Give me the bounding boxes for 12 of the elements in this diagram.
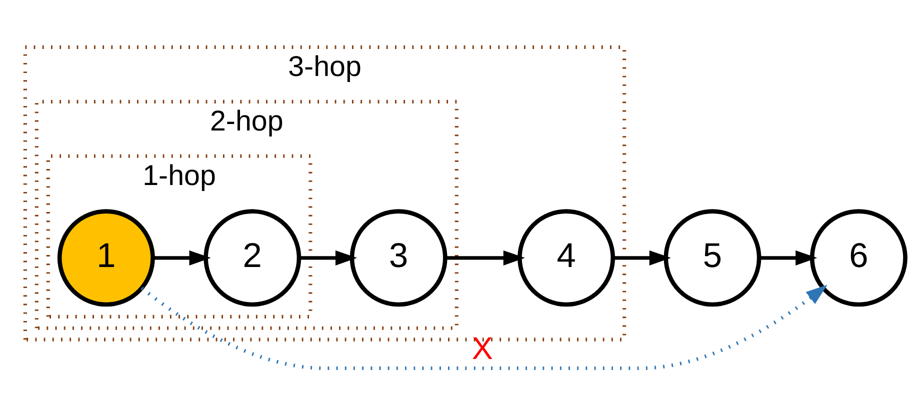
node-circle: 5 — [664, 209, 762, 307]
arrow — [299, 250, 358, 266]
arrow — [613, 250, 671, 266]
node-circle: 3 — [350, 209, 448, 307]
arrow — [446, 250, 525, 266]
node-circle: 6 — [810, 209, 908, 307]
node-circle: 4 — [518, 209, 616, 307]
arrow — [152, 250, 211, 266]
arrow — [759, 250, 818, 266]
node-circle: 1 — [57, 209, 155, 307]
node-circle: 2 — [204, 209, 302, 307]
arrow — [140, 284, 828, 370]
